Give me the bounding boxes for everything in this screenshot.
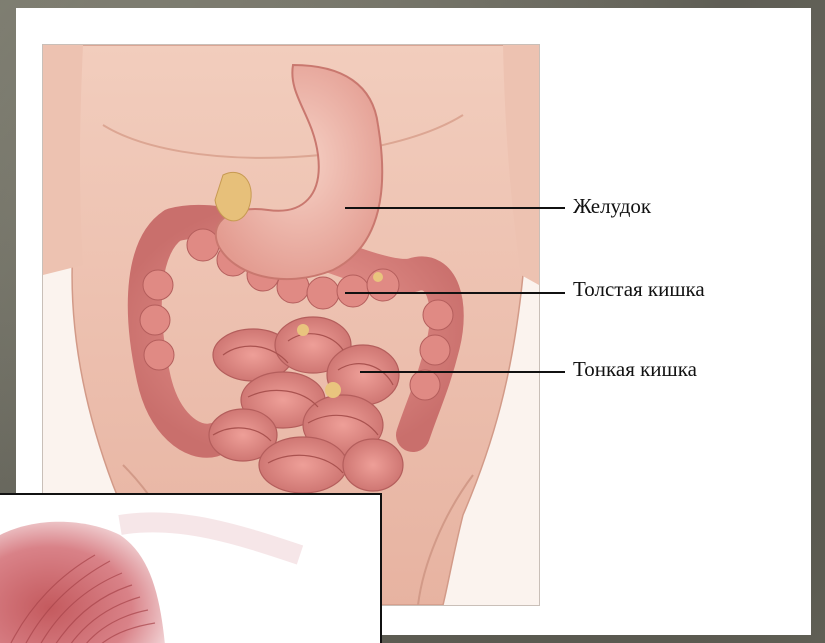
label-large-intestine: Толстая кишка: [573, 277, 705, 302]
inset-tissue-image: [0, 493, 382, 643]
label-stomach: Желудок: [573, 194, 651, 219]
label-small-intestine: Тонкая кишка: [573, 357, 697, 382]
muscle-fiber-drawing: [0, 495, 380, 643]
